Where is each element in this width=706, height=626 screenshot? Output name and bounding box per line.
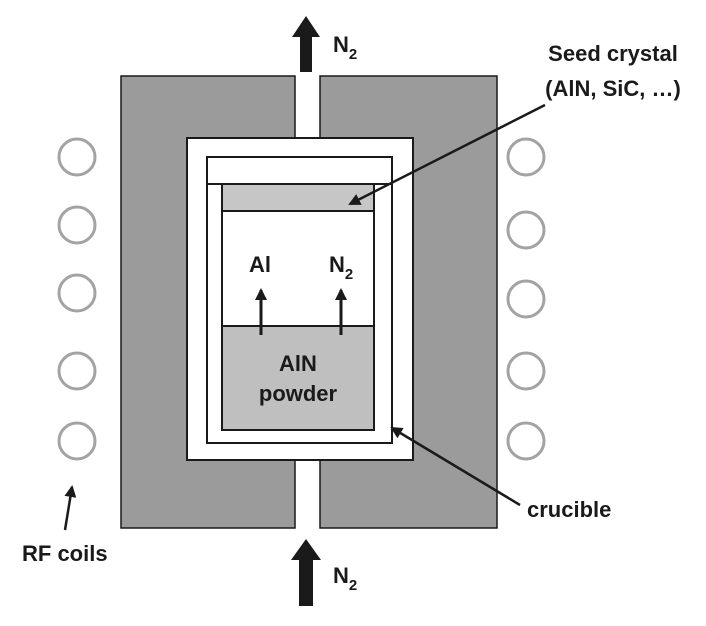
rf-coil-right-1 xyxy=(506,137,546,177)
n2-in-label: N2 xyxy=(333,563,357,594)
rf-coil-right-5 xyxy=(506,421,546,461)
seed-crystal-leader xyxy=(348,103,546,206)
aln-powder-label-1: AlN xyxy=(279,351,317,376)
seed-crystal xyxy=(221,183,375,212)
n2-out-arrow xyxy=(292,16,320,72)
aln-powder xyxy=(221,325,375,431)
rf-coil-left-2 xyxy=(57,205,97,245)
rf-coil-right-3 xyxy=(506,279,546,319)
rf-coil-right-2 xyxy=(506,210,546,250)
rf-coils-leader xyxy=(63,485,77,531)
rf-coil-left-5 xyxy=(57,421,97,461)
crucible-leader xyxy=(390,426,521,507)
rf-coil-left-1 xyxy=(57,137,97,177)
seed-crystal-label-1: Seed crystal xyxy=(548,41,678,66)
n2-in-arrow xyxy=(291,539,321,606)
al-label: Al xyxy=(249,252,271,277)
n2-out-label: N2 xyxy=(333,32,357,63)
rf-coil-right-4 xyxy=(506,351,546,391)
rf-coils-label: RF coils xyxy=(22,541,108,566)
crucible-lid xyxy=(206,156,393,185)
rf-coil-left-4 xyxy=(57,351,97,391)
crucible-label: crucible xyxy=(527,497,611,522)
rf-coil-left-3 xyxy=(57,273,97,313)
seed-crystal-label-2: (AlN, SiC, …) xyxy=(545,76,681,101)
aln-powder-label-2: powder xyxy=(259,381,338,406)
n2-inner-label: N2 xyxy=(329,252,353,283)
